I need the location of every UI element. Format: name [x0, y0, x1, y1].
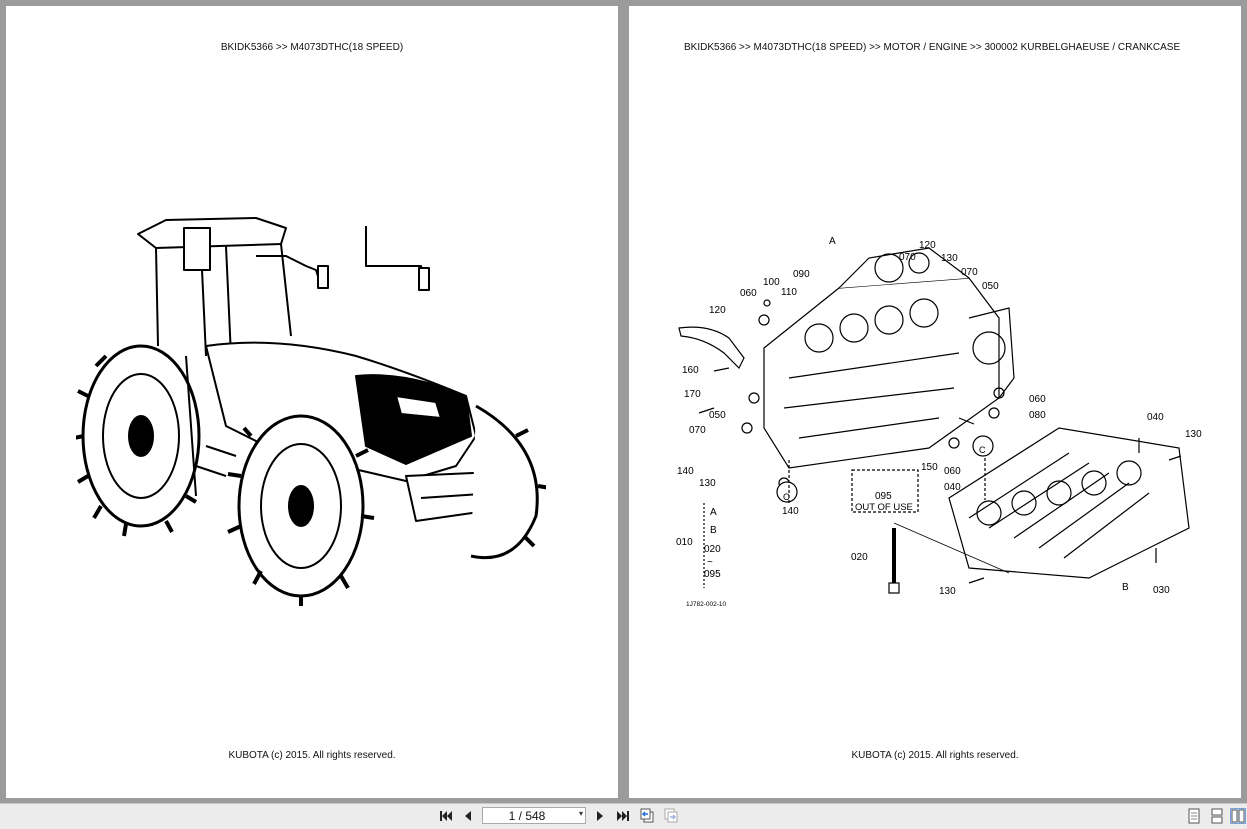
callout-label: 140 — [782, 506, 799, 517]
page-footer-right: KUBOTA (c) 2015. All rights reserved. — [851, 750, 1019, 761]
callout-label: C — [783, 492, 790, 502]
callout-label: 140 — [677, 466, 694, 477]
crankcase-exploded-diagram: A 120 070 130 070 050 100 090 060 110 12… — [676, 236, 1202, 608]
navigation-toolbar: 1 / 548 ▾ — [0, 803, 1247, 829]
callout-label: C — [979, 445, 986, 455]
callout-label: 060 — [740, 288, 757, 299]
callout-label: 070 — [899, 252, 916, 263]
callout-label: 110 — [781, 287, 797, 298]
two-page-icon — [1231, 809, 1245, 823]
previous-page-icon — [465, 811, 471, 821]
callout-label: 030 — [1153, 585, 1170, 596]
callout-label: 050 — [709, 410, 726, 421]
page-header-left: BKIDK5366 >> M4073DTHC(18 SPEED) — [220, 42, 404, 53]
callout-label: 040 — [1147, 412, 1164, 423]
callout-label: 130 — [941, 253, 958, 264]
last-page-button[interactable] — [615, 808, 631, 824]
range-separator: ~ — [707, 557, 713, 568]
two-page-view-button[interactable] — [1230, 808, 1246, 824]
callout-label: 060 — [944, 466, 961, 477]
page-right: BKIDK5366 >> M4073DTHC(18 SPEED) >> MOTO… — [629, 6, 1241, 798]
first-page-button[interactable] — [438, 808, 454, 824]
previous-page-button[interactable] — [460, 808, 476, 824]
page-number-select[interactable]: 1 / 548 ▾ — [482, 807, 586, 824]
last-page-icon — [617, 811, 629, 821]
callout-label: 050 — [982, 281, 999, 292]
page-indicator: 1 / 548 — [508, 809, 546, 823]
figure-code: 1J782-002-10 — [686, 601, 726, 608]
single-page-view-button[interactable] — [1186, 808, 1202, 824]
callout-label: 120 — [709, 305, 726, 316]
callout-label: 010 — [676, 537, 693, 548]
callout-label: 120 — [919, 240, 936, 251]
callout-label: 130 — [1185, 429, 1202, 440]
callout-label: 160 — [682, 365, 699, 376]
page-footer-left: KUBOTA (c) 2015. All rights reserved. — [228, 750, 396, 761]
callout-label: 100 — [763, 277, 780, 288]
single-page-icon — [1188, 808, 1200, 824]
continuous-view-button[interactable] — [1209, 808, 1225, 824]
callout-label: A — [829, 236, 836, 247]
callout-label: 150 — [921, 462, 938, 473]
callout-label: B — [710, 525, 717, 536]
callout-label: 070 — [961, 267, 978, 278]
callout-label: 070 — [689, 425, 706, 436]
callout-label: A — [710, 507, 717, 518]
next-page-icon — [597, 811, 603, 821]
callout-label: 095 — [704, 569, 721, 580]
back-view-icon — [640, 808, 654, 823]
callout-label: OUT OF USE — [855, 502, 913, 513]
callout-label: B — [1122, 582, 1129, 593]
callout-label: 080 — [1029, 410, 1046, 421]
chevron-down-icon: ▾ — [578, 809, 583, 818]
tractor-illustration — [76, 217, 546, 606]
go-forward-button[interactable] — [664, 808, 680, 824]
next-page-button[interactable] — [592, 808, 608, 824]
callout-label: 020 — [851, 552, 868, 563]
callout-label: 040 — [944, 482, 961, 493]
callout-label: 130 — [699, 478, 716, 489]
page-left: BKIDK5366 >> M4073DTHC(18 SPEED) — [6, 6, 618, 798]
callout-label: 170 — [684, 389, 701, 400]
page-header-right: BKIDK5366 >> M4073DTHC(18 SPEED) >> MOTO… — [684, 42, 1181, 53]
callout-label: 060 — [1029, 394, 1046, 405]
callout-label: 095 — [875, 491, 892, 502]
continuous-page-icon — [1211, 808, 1223, 824]
callout-label: 020 — [704, 544, 721, 555]
callout-label: 130 — [939, 586, 956, 597]
callout-label: 090 — [793, 269, 810, 280]
forward-view-icon — [664, 808, 678, 823]
first-page-icon — [440, 811, 452, 821]
go-back-button[interactable] — [640, 808, 656, 824]
